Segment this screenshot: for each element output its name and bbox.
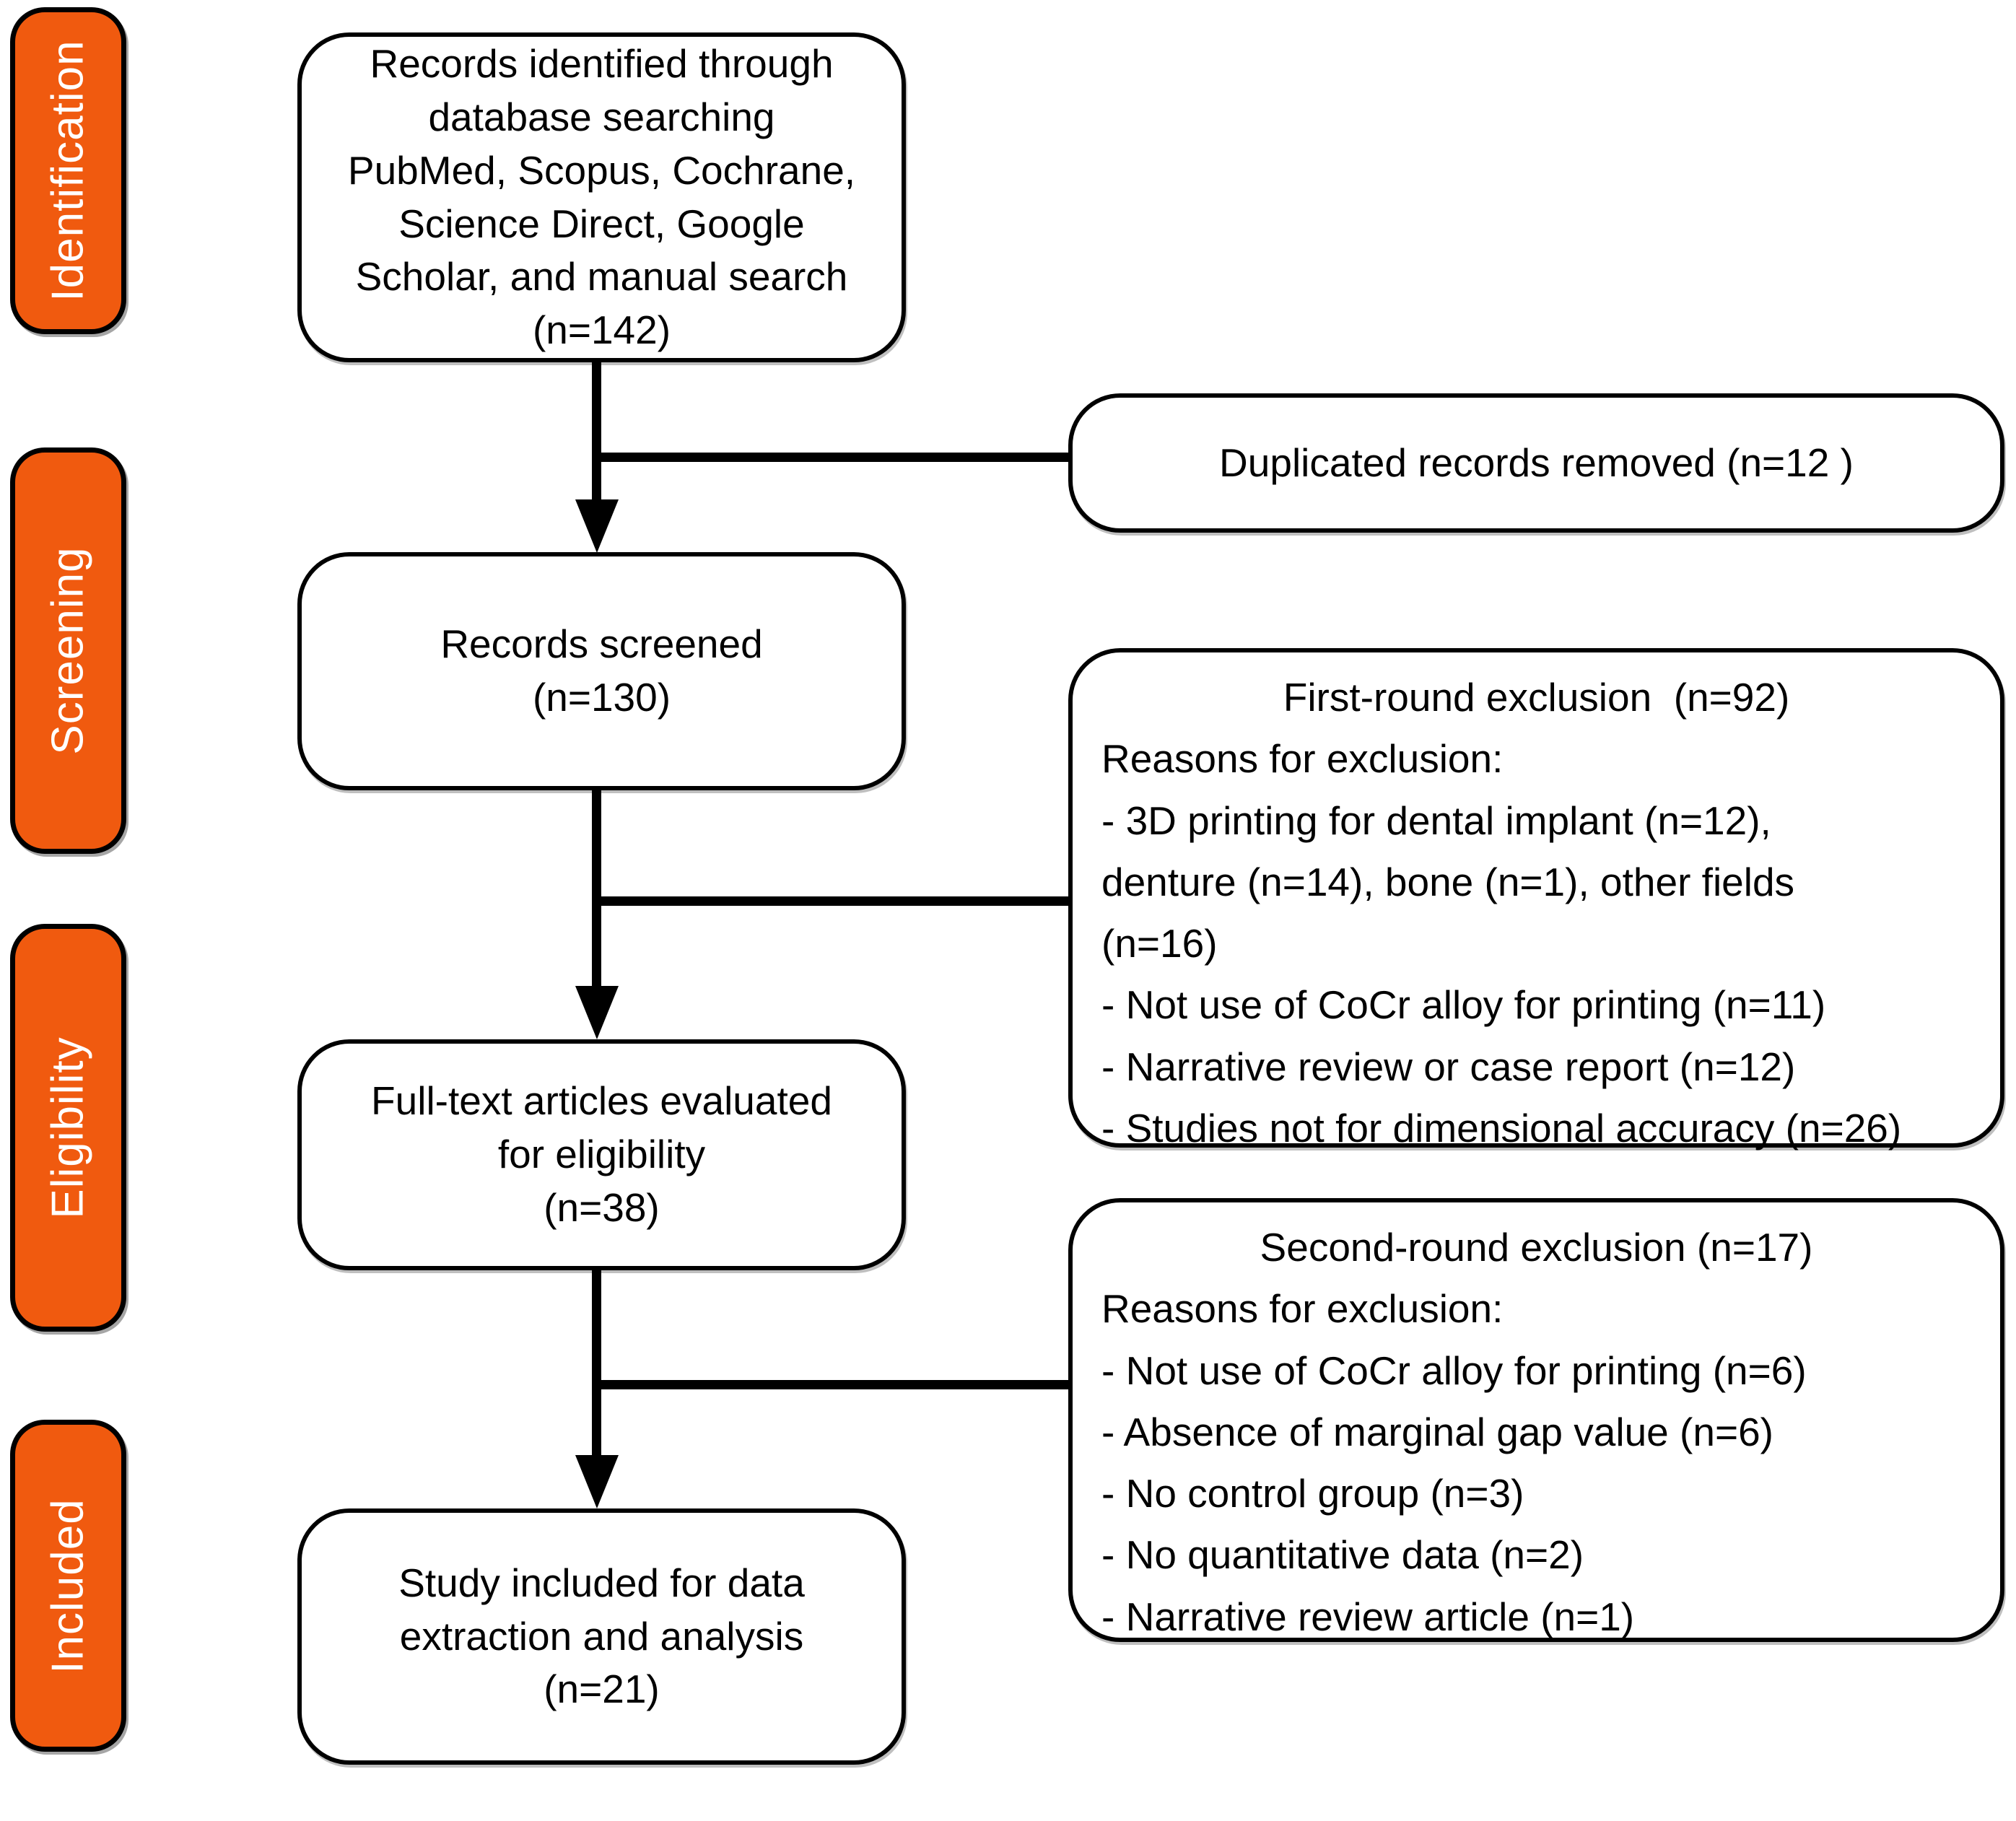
box-records-screened: Records screened (n=130)	[297, 552, 906, 790]
box-second-round-exclusion: Second-round exclusion (n=17) Reasons fo…	[1068, 1198, 2004, 1642]
box-studies-included: Study included for data extraction and a…	[297, 1508, 906, 1765]
branch-to-second-round-exclusion	[596, 1380, 1068, 1389]
arrowhead-fulltext-to-included	[575, 1455, 619, 1508]
box-duplicates-removed: Duplicated records removed (n=12 )	[1068, 393, 2004, 533]
connector-identified-to-screened	[592, 362, 601, 505]
box-duplicates-removed-text: Duplicated records removed (n=12 )	[1219, 440, 1854, 485]
stage-eligibility-label: Eligibility	[43, 1036, 94, 1219]
box-records-identified: Records identified through database sear…	[297, 32, 906, 362]
box-records-screened-text: Records screened (n=130)	[440, 621, 763, 720]
box-first-round-exclusion: First-round exclusion (n=92) Reasons for…	[1068, 648, 2004, 1150]
box-second-round-exclusion-reasons: Reasons for exclusion: - Not use of CoCr…	[1101, 1286, 1807, 1639]
box-first-round-exclusion-reasons: Reasons for exclusion: - 3D printing for…	[1101, 736, 1902, 1150]
connector-screened-to-fulltext	[592, 790, 601, 989]
box-records-identified-text: Records identified through database sear…	[347, 41, 856, 352]
arrowhead-screened-to-fulltext	[575, 986, 619, 1039]
stage-included-label: Included	[43, 1498, 94, 1674]
branch-to-duplicates-removed	[596, 453, 1068, 462]
arrowhead-identified-to-screened	[575, 499, 619, 553]
box-fulltext-evaluated-text: Full-text articles evaluated for eligibi…	[371, 1078, 832, 1230]
connector-fulltext-to-included	[592, 1270, 601, 1458]
stage-identification: Identification	[10, 7, 126, 334]
stage-screening-label: Screening	[43, 546, 93, 755]
branch-to-first-round-exclusion	[596, 896, 1068, 906]
box-first-round-exclusion-title: First-round exclusion (n=92)	[1283, 675, 1790, 720]
box-studies-included-text: Study included for data extraction and a…	[398, 1560, 805, 1712]
stage-screening: Screening	[10, 447, 126, 854]
stage-eligibility: Eligibility	[10, 924, 126, 1332]
stage-identification-label: Identification	[43, 40, 93, 302]
stage-included: Included	[10, 1420, 126, 1752]
box-second-round-exclusion-title: Second-round exclusion (n=17)	[1260, 1225, 1813, 1270]
box-fulltext-evaluated: Full-text articles evaluated for eligibi…	[297, 1039, 906, 1270]
